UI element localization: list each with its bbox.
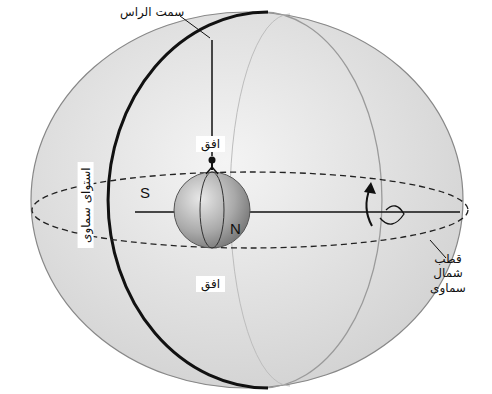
- zenith-label: سمت الراس: [120, 5, 184, 19]
- south-label: S: [140, 184, 150, 202]
- horizon-label: افق: [196, 136, 225, 152]
- celestial-equator-label: استوای سماوی: [78, 162, 94, 248]
- horizon-label: افق: [196, 276, 225, 292]
- north-label: N: [230, 220, 241, 238]
- celestial-north-pole-label: قطب شمال سماوی: [418, 252, 478, 295]
